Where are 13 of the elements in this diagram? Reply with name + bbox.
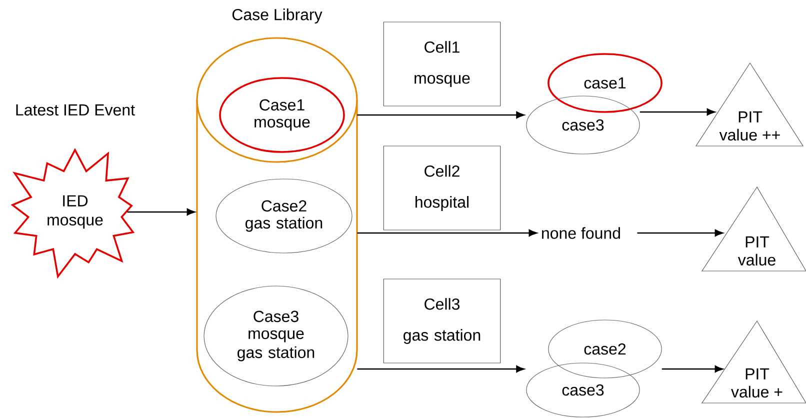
cell-box: Cell1 mosque bbox=[383, 22, 501, 106]
cell-box: Cell3 gas station bbox=[383, 278, 501, 364]
arrow bbox=[662, 365, 724, 373]
arrow bbox=[357, 229, 538, 237]
node-label: Case Library bbox=[232, 8, 322, 24]
arrow bbox=[357, 365, 524, 373]
cell-box: Cell2 hospital bbox=[383, 146, 501, 230]
arrow bbox=[127, 208, 196, 216]
arrow bbox=[640, 108, 716, 116]
result-text: none found bbox=[542, 227, 620, 239]
arrow bbox=[637, 229, 724, 237]
node-label: Latest IED Event bbox=[16, 104, 135, 116]
arrow bbox=[357, 111, 524, 119]
